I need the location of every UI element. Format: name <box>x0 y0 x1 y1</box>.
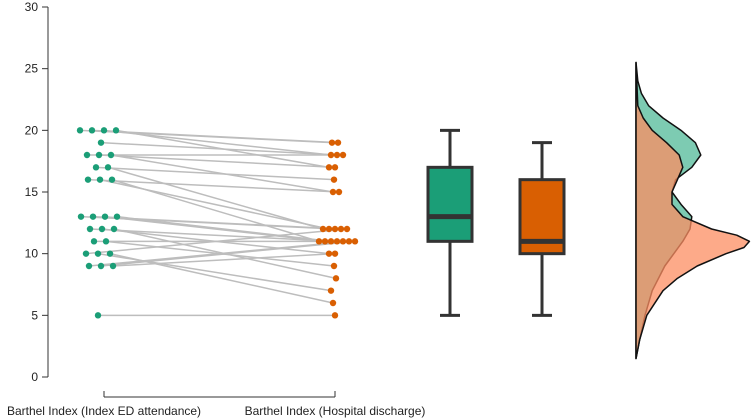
point-hospital-discharge <box>330 262 338 270</box>
point-ed-attendance <box>76 127 84 134</box>
point-ed-attendance <box>108 176 116 183</box>
point-hospital-discharge <box>337 225 345 233</box>
y-tick-label: 15 <box>25 185 39 199</box>
boxplots <box>426 128 566 317</box>
point-hospital-discharge <box>327 151 335 159</box>
paired-line <box>104 215 326 243</box>
point-hospital-discharge <box>325 164 333 171</box>
point-ed-attendance <box>110 225 118 233</box>
point-hospital-discharge <box>339 238 347 245</box>
paired-line <box>89 228 338 243</box>
point-ed-attendance <box>85 262 93 270</box>
point-ed-attendance <box>98 225 106 233</box>
paired-line <box>87 178 340 193</box>
point-ed-attendance <box>97 262 105 270</box>
point-hospital-discharge <box>339 151 347 159</box>
point-ed-attendance <box>97 139 105 146</box>
point-hospital-discharge <box>330 176 338 183</box>
point-ed-attendance <box>77 213 85 220</box>
point-hospital-discharge <box>334 139 342 146</box>
paired-line <box>116 215 332 243</box>
y-tick-label: 10 <box>25 247 39 261</box>
paired-line <box>112 252 336 267</box>
point-ed-attendance <box>101 213 109 220</box>
y-tick-label: 5 <box>31 308 38 322</box>
paired-line <box>85 228 348 255</box>
y-tick-label: 30 <box>25 0 39 14</box>
point-hospital-discharge <box>345 238 353 245</box>
point-ed-attendance <box>92 164 100 171</box>
point-hospital-discharge <box>328 139 336 146</box>
y-tick-label: 25 <box>25 62 39 76</box>
point-ed-attendance <box>102 238 110 245</box>
y-axis: 0 5 10 15 20 25 30 <box>25 0 49 384</box>
point-hospital-discharge <box>325 225 333 233</box>
point-ed-attendance <box>84 176 92 183</box>
point-ed-attendance <box>88 127 96 134</box>
point-ed-attendance <box>90 238 98 245</box>
point-hospital-discharge <box>327 238 335 245</box>
point-hospital-discharge <box>329 299 337 307</box>
point-ed-attendance <box>96 176 104 183</box>
point-ed-attendance <box>95 151 103 159</box>
point-hospital-discharge <box>315 238 323 245</box>
x-tick-label-hospital-discharge: Barthel Index (Hospital discharge) <box>245 404 426 418</box>
point-ed-attendance <box>107 151 115 159</box>
density-hospital-discharge <box>635 61 751 360</box>
point-hospital-discharge <box>331 164 339 171</box>
paired-line <box>100 240 356 267</box>
x-axis: Barthel Index (Index ED attendance) Bart… <box>7 391 425 418</box>
point-hospital-discharge <box>351 238 359 245</box>
paired-line <box>100 141 338 156</box>
point-ed-attendance <box>113 213 121 220</box>
point-hospital-discharge <box>321 238 329 245</box>
paired-line <box>91 129 339 144</box>
y-tick-label: 20 <box>25 123 39 137</box>
point-ed-attendance <box>94 250 102 257</box>
point-hospital-discharge <box>333 151 341 159</box>
paired-line <box>107 166 324 230</box>
point-hospital-discharge <box>333 238 341 245</box>
point-hospital-discharge <box>329 188 337 196</box>
point-hospital-discharge <box>332 275 340 282</box>
point-ed-attendance <box>89 213 97 220</box>
point-hospital-discharge <box>319 225 327 233</box>
point-ed-attendance <box>106 250 114 257</box>
point-ed-attendance <box>112 127 120 134</box>
point-hospital-discharge <box>325 250 333 257</box>
paired-lines <box>79 129 356 317</box>
point-ed-attendance <box>83 151 91 159</box>
point-hospital-discharge <box>331 312 339 319</box>
point-hospital-discharge <box>327 287 335 294</box>
point-ed-attendance <box>104 164 112 171</box>
data-points <box>76 127 359 319</box>
x-tick-label-ed-attendance: Barthel Index (Index ED attendance) <box>7 404 201 418</box>
point-ed-attendance <box>82 250 90 257</box>
point-ed-attendance <box>86 225 94 233</box>
paired-line <box>111 178 320 243</box>
paired-line <box>98 154 336 169</box>
y-tick-label: 0 <box>31 370 38 384</box>
point-hospital-discharge <box>343 225 351 233</box>
point-hospital-discharge <box>335 188 343 196</box>
boxplot-box-ed-attendance <box>426 165 474 243</box>
point-ed-attendance <box>100 127 108 134</box>
point-ed-attendance <box>94 312 102 319</box>
paired-line <box>95 166 335 181</box>
point-ed-attendance <box>109 262 117 270</box>
density-plots <box>635 61 751 360</box>
point-hospital-discharge <box>331 225 339 233</box>
point-hospital-discharge <box>331 250 339 257</box>
